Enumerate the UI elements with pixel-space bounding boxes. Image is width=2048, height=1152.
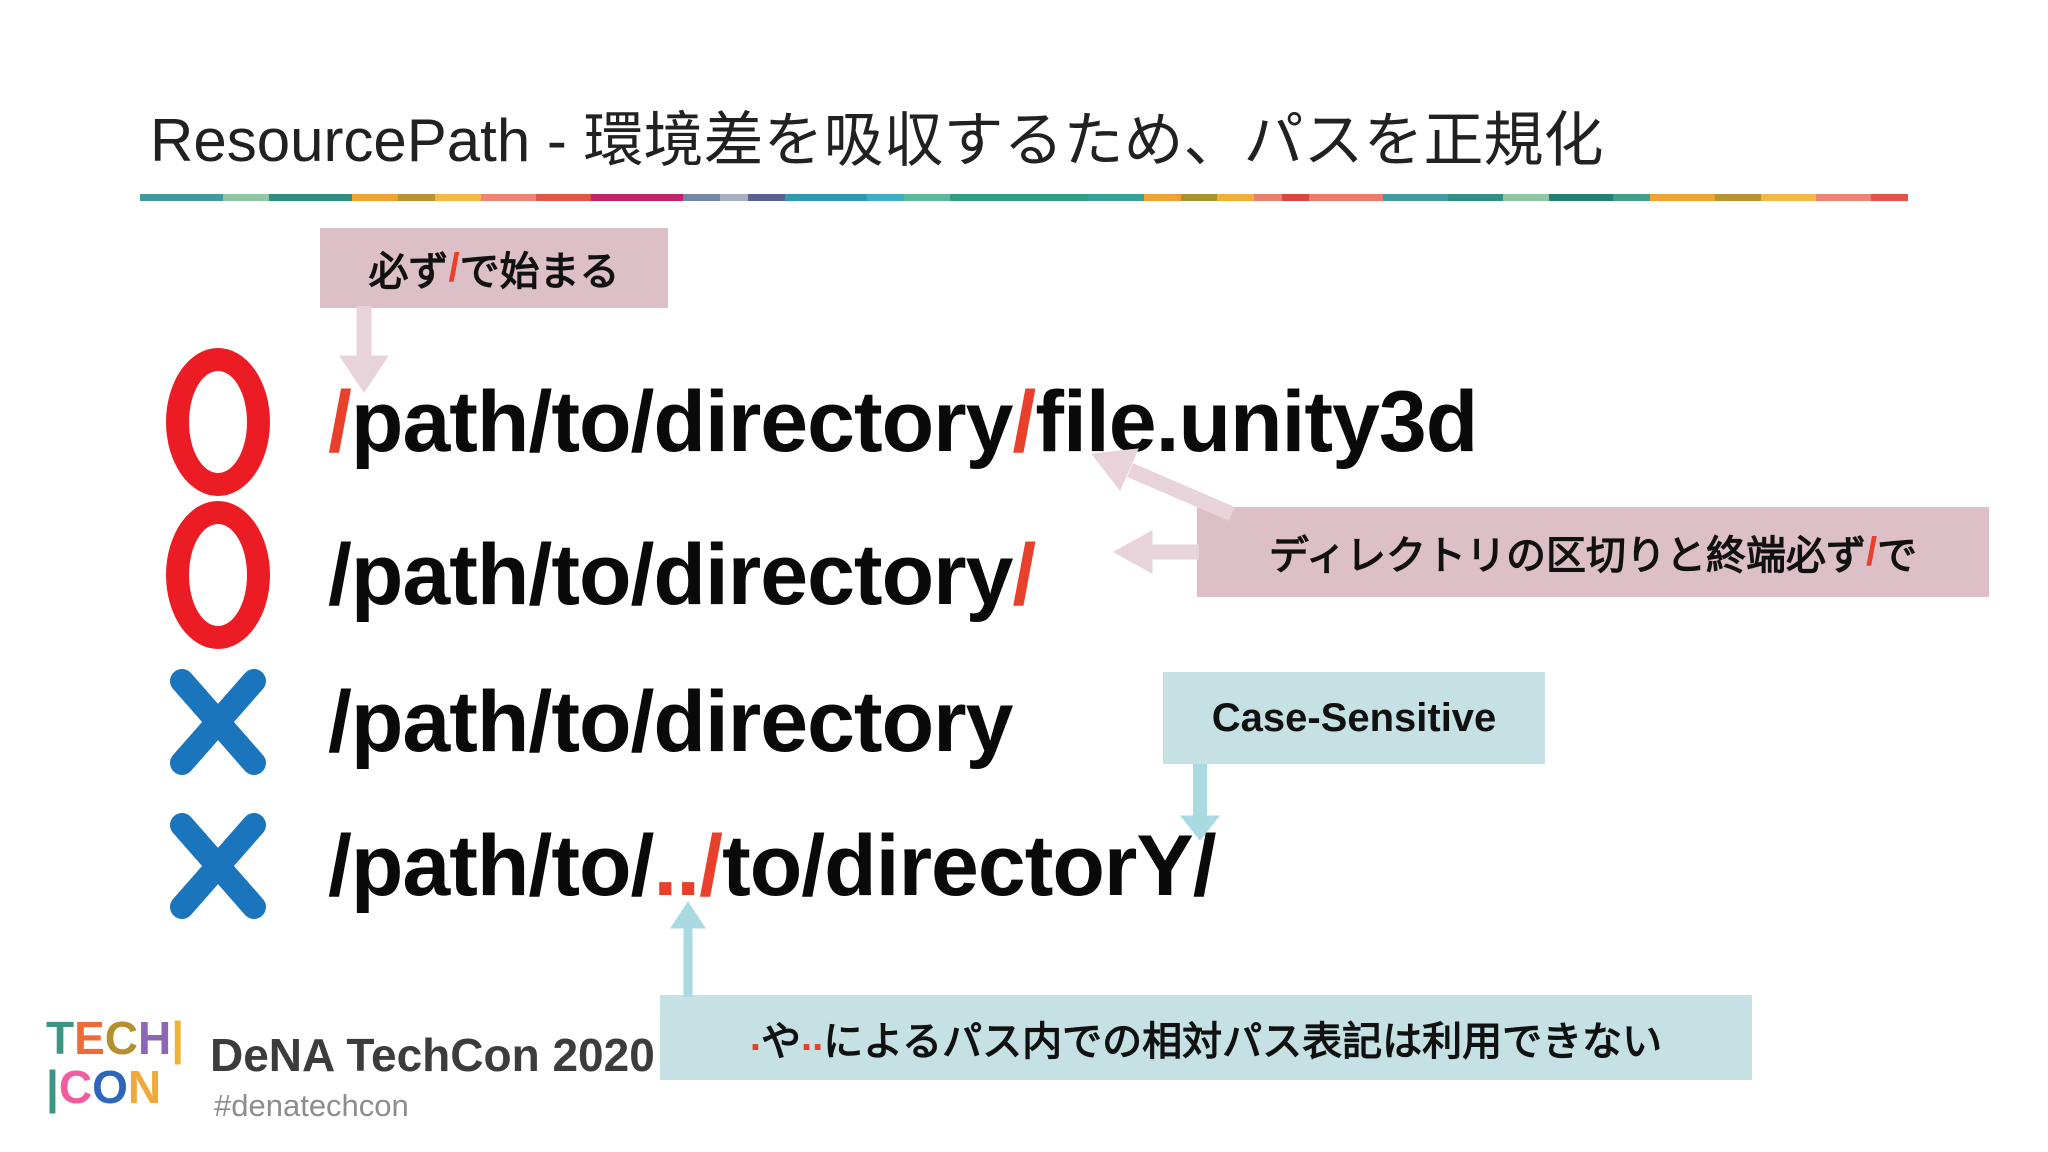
arrow-left-to-trailing-slash — [1112, 530, 1199, 574]
incorrect-cross-icon — [170, 813, 266, 919]
correct-circle-icon — [166, 348, 270, 496]
techcon-logo: TECH| |CON — [46, 1014, 184, 1112]
callout-separator-rule: ディレクトリの区切りと終端必ず/で — [1197, 507, 1989, 597]
incorrect-cross-icon — [170, 669, 266, 775]
path-row-valid-file: /path/to/directory/file.unity3d — [166, 348, 1478, 496]
callout-case-sensitive: Case-Sensitive — [1163, 672, 1545, 764]
path-text: /path/to/directory/ — [328, 527, 1036, 623]
path-row-invalid-no-trailing-slash: /path/to/directory — [166, 664, 1013, 780]
title-divider — [140, 194, 1908, 201]
path-text: /path/to/directory/file.unity3d — [328, 374, 1478, 470]
path-text: /path/to/directory — [328, 674, 1013, 770]
path-row-invalid-relative: /path/to/../to/directorY/ — [166, 808, 1217, 924]
path-text: /path/to/../to/directorY/ — [328, 818, 1217, 914]
correct-circle-icon — [166, 501, 270, 649]
techcon-logo-top-row: TECH| — [46, 1012, 185, 1064]
techcon-logo-bottom-row: |CON — [46, 1060, 162, 1113]
page-title: ResourcePath - 環境差を吸収するため、パスを正規化 — [150, 107, 1604, 174]
callout-relative-path-rule: .や..によるパス内での相対パス表記は利用できない — [660, 995, 1752, 1080]
path-row-valid-directory: /path/to/directory/ — [166, 501, 1036, 649]
event-brand-text: DeNA TechCon 2020 — [210, 1029, 655, 1081]
event-hashtag: #denatechcon — [214, 1088, 409, 1123]
callout-starts-with-slash: 必ず/で始まる — [320, 228, 668, 308]
